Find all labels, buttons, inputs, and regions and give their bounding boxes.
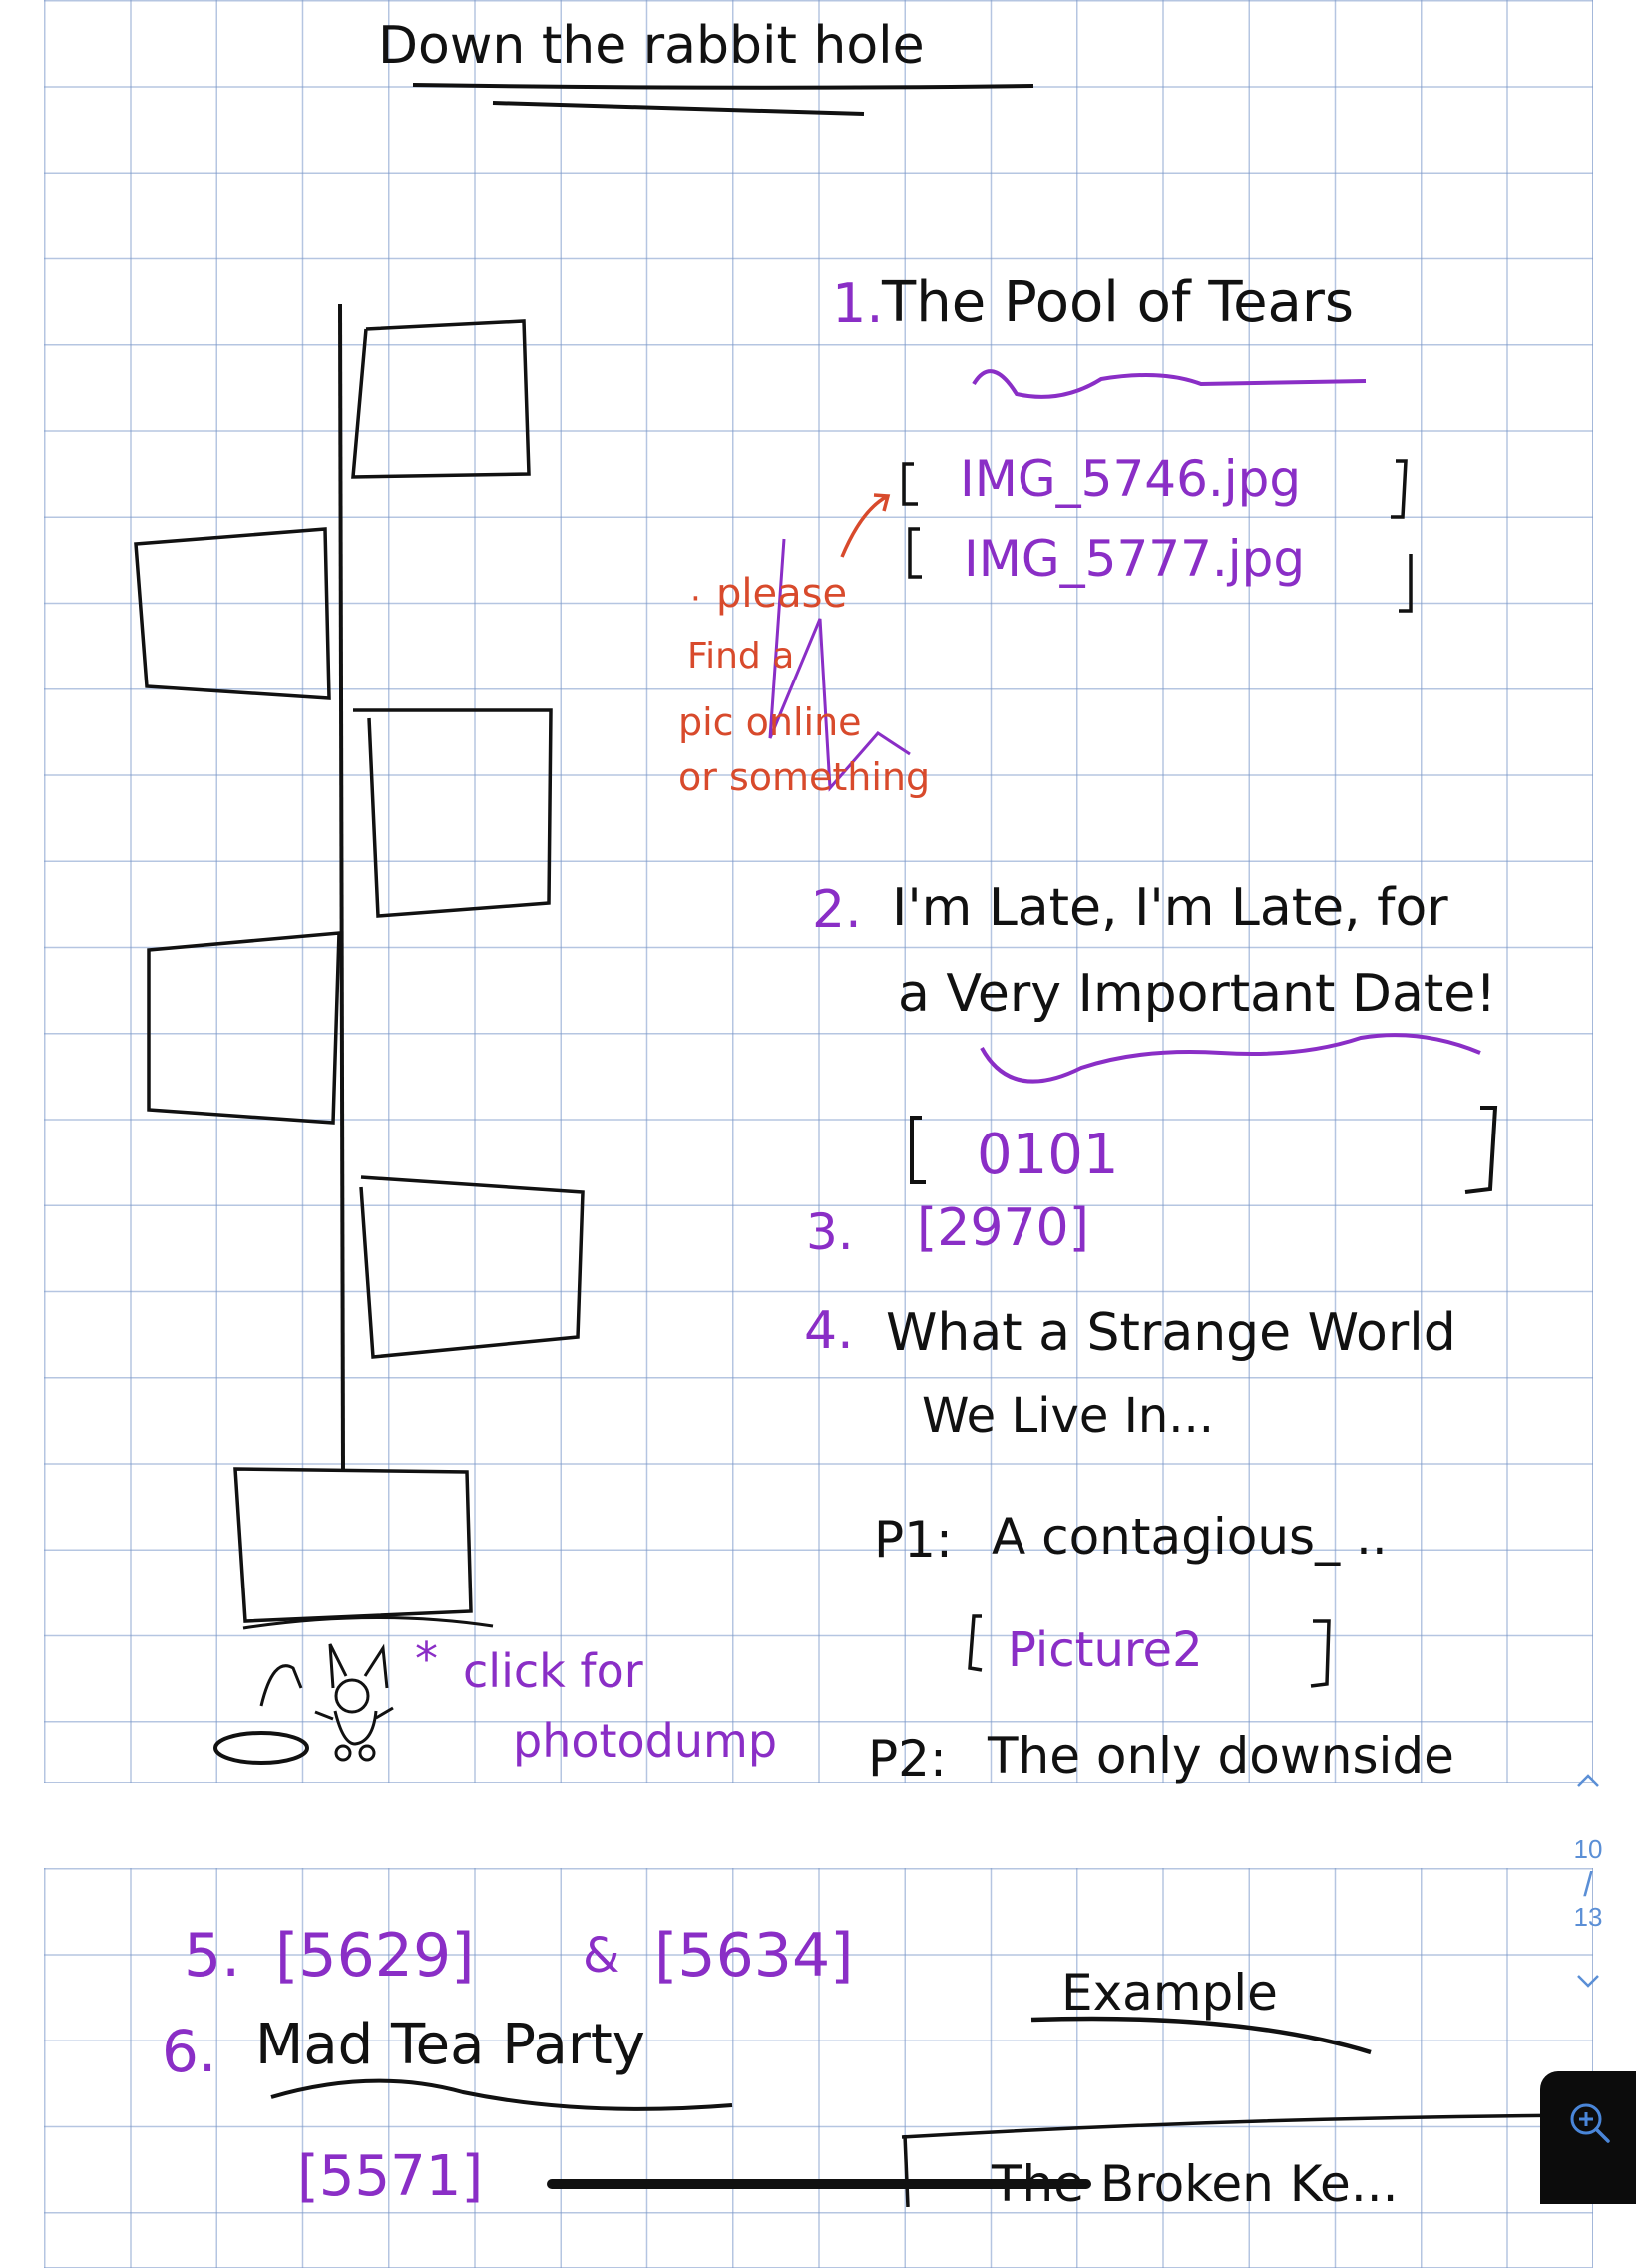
image-link-5746[interactable]: IMG_5746.jpg	[960, 450, 1302, 508]
item5-code-b[interactable]: [5634]	[654, 1921, 854, 1991]
item5-separator: &	[583, 1928, 620, 1984]
page2-drawings	[270, 2016, 1592, 2207]
zoom-in-icon	[1570, 2103, 1610, 2143]
item2-code[interactable]: 0101	[977, 1123, 1119, 1187]
page-title: Down the rabbit hole	[378, 16, 925, 76]
p1-label: P1:	[874, 1511, 953, 1569]
page1-drawings	[134, 83, 1498, 1765]
item2-number: 2.	[812, 880, 862, 940]
item4-title-line2: We Live In...	[922, 1388, 1215, 1444]
chevron-up-icon[interactable]	[1564, 1766, 1612, 1802]
click-note-star: *	[415, 1632, 438, 1686]
item4-number: 4.	[804, 1301, 854, 1361]
chevron-down-icon[interactable]	[1564, 1966, 1612, 2002]
item2-title-line1: I'm Late, I'm Late, for	[892, 878, 1448, 938]
item4-title-line1: What a Strange World	[886, 1303, 1456, 1363]
item1-title: The Pool of Tears	[882, 270, 1355, 335]
p2-label: P2:	[868, 1730, 947, 1788]
notebook-page-2: 5. [5629] & [5634] 6. Mad Tea Party [557…	[44, 1868, 1593, 2268]
zoom-button[interactable]	[1540, 2071, 1636, 2204]
page-navigator: 10 / 13	[1564, 1746, 1612, 2006]
item5-number: 5.	[184, 1921, 241, 1991]
click-note-line1[interactable]: click for	[463, 1644, 643, 1698]
pencil-scrub-stroke	[547, 2179, 1091, 2189]
item6-title: Mad Tea Party	[255, 2013, 645, 2077]
item6-code[interactable]: [5571]	[297, 2144, 484, 2209]
item5-code-a[interactable]: [5629]	[275, 1921, 475, 1991]
total-page-count: 13	[1573, 1902, 1603, 1932]
red-note-line4: or something	[678, 755, 931, 799]
picture2-link[interactable]: Picture2	[1008, 1622, 1203, 1678]
red-note-line2: Find a	[687, 636, 795, 677]
example-label: Example	[1061, 1964, 1278, 2022]
item6-number: 6.	[162, 2018, 217, 2085]
page-number-separator: /	[1583, 1866, 1593, 1904]
item3-number: 3.	[806, 1203, 854, 1261]
item2-title-line2: a Very Important Date!	[898, 964, 1497, 1024]
photodump-link[interactable]: photodump	[513, 1714, 778, 1768]
p2-text: The only downside	[988, 1727, 1454, 1785]
rabbit-hole-drawing	[213, 1731, 309, 1765]
notebook-page-1: Down the rabbit hole 1. The Pool of Tear…	[44, 0, 1593, 1788]
image-link-5777[interactable]: IMG_5777.jpg	[964, 530, 1306, 588]
item1-number: 1.	[832, 272, 884, 335]
timeline-line	[338, 303, 345, 1473]
red-note-line1: please	[716, 571, 848, 617]
p1-text: A contagious_ ..	[992, 1508, 1388, 1566]
item3-code[interactable]: [2970]	[917, 1198, 1089, 1258]
red-note-bullet: ·	[690, 579, 701, 619]
rabbit-drawing	[314, 1643, 394, 1762]
red-note-line3: pic online	[678, 700, 862, 744]
current-page-number: 10	[1573, 1834, 1603, 1864]
